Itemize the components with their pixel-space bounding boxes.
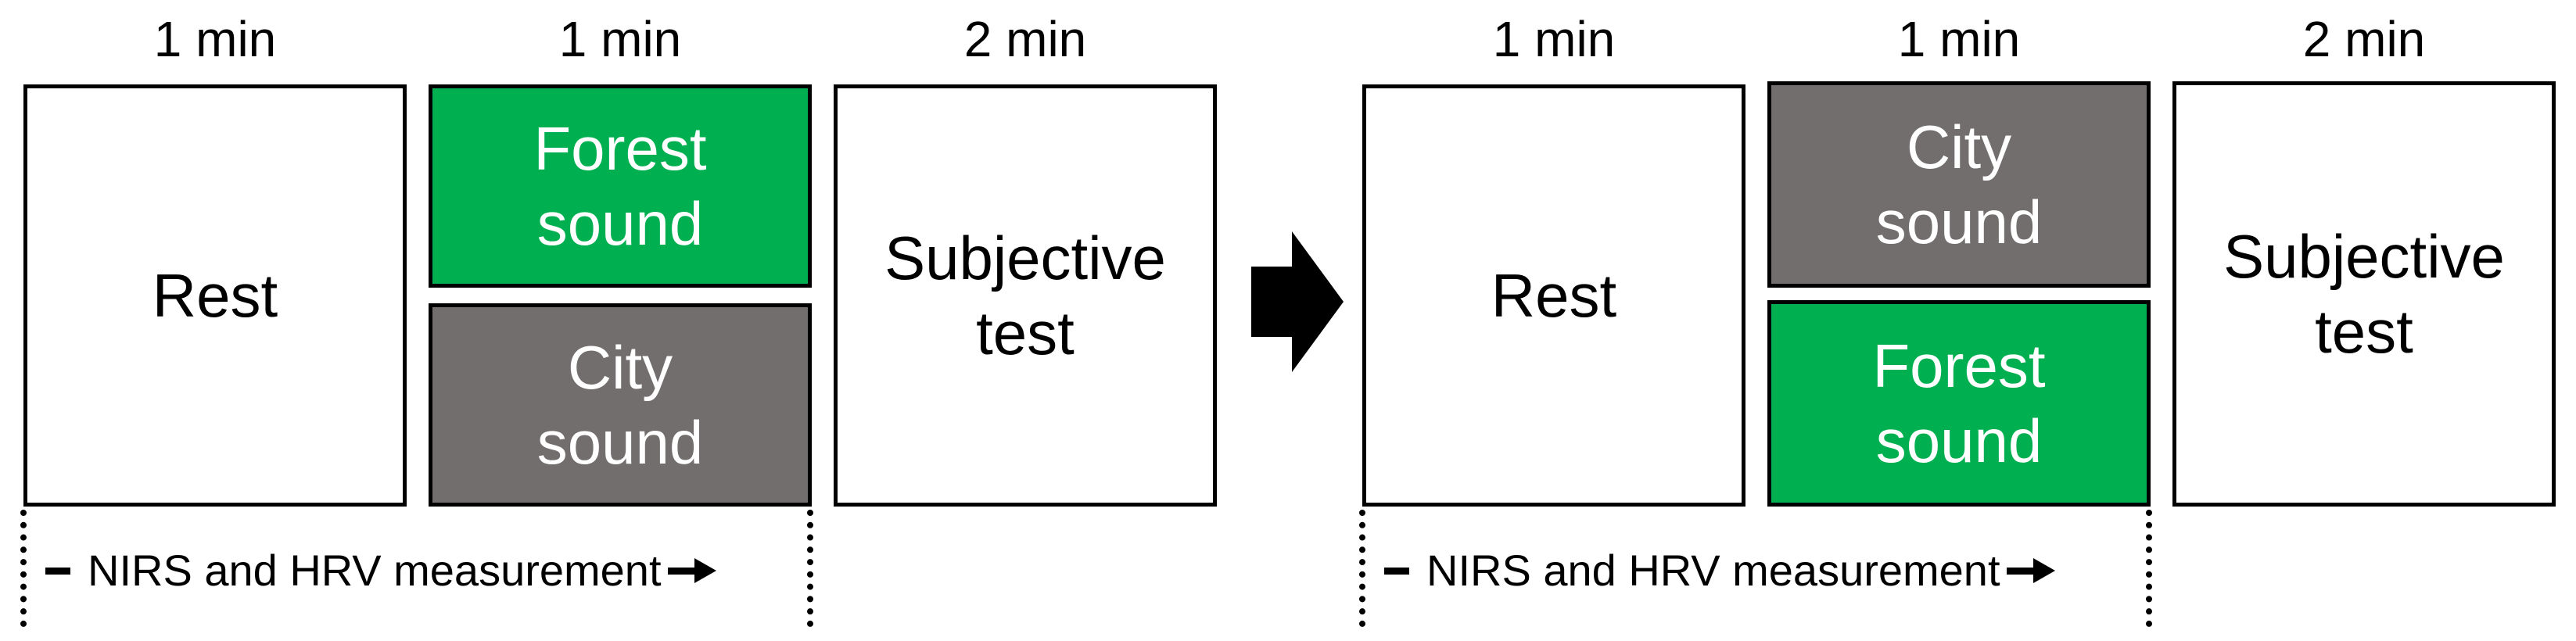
duration-label-rest: 1 min [1492, 11, 1616, 67]
duration-label-subjective: 2 min [963, 11, 1087, 67]
measurement-label: NIRS and HRV measurement [88, 546, 662, 595]
measurement-end-line [2146, 510, 2152, 627]
dash-icon [1384, 567, 1409, 575]
measurement-span: NIRS and HRV measurement [45, 539, 716, 602]
duration-label-sound: 1 min [1897, 11, 2021, 67]
rest-box: Rest [1362, 84, 1745, 507]
measurement-start-line [1359, 510, 1365, 627]
measurement-label: NIRS and HRV measurement [1426, 546, 2000, 595]
small-right-arrow-icon [2006, 558, 2055, 583]
subjective-test-label: Subjective test [2223, 222, 2505, 366]
rest-label: Rest [1491, 261, 1617, 330]
dash-icon [45, 567, 70, 575]
rest-box: Rest [23, 84, 407, 507]
subjective-test-box: Subjective test [834, 84, 1217, 507]
forest-sound-box: Forest sound [429, 84, 812, 288]
measurement-span: NIRS and HRV measurement [1384, 539, 2055, 602]
sequence-panel-1: 1 min 1 min 2 min Rest Forest sound City… [0, 0, 1220, 641]
sequence-panel-2: 1 min 1 min 2 min Rest City sound Forest… [1339, 0, 2559, 641]
city-sound-box: City sound [429, 303, 812, 507]
forest-sound-box: Forest sound [1767, 300, 2151, 507]
subjective-test-label: Subjective test [884, 224, 1166, 367]
forest-sound-label: Forest sound [533, 114, 707, 258]
city-sound-label: City sound [1875, 113, 2043, 256]
duration-label-rest: 1 min [153, 11, 277, 67]
small-right-arrow-icon [667, 558, 716, 583]
measurement-end-line [807, 510, 813, 627]
city-sound-box: City sound [1767, 81, 2151, 288]
right-arrow-icon [1251, 231, 1344, 372]
rest-label: Rest [152, 261, 278, 330]
duration-label-subjective: 2 min [2302, 11, 2426, 67]
measurement-start-line [20, 510, 27, 627]
duration-label-sound: 1 min [558, 11, 682, 67]
city-sound-label: City sound [536, 333, 704, 477]
subjective-test-box: Subjective test [2172, 81, 2556, 507]
forest-sound-label: Forest sound [1872, 331, 2046, 475]
